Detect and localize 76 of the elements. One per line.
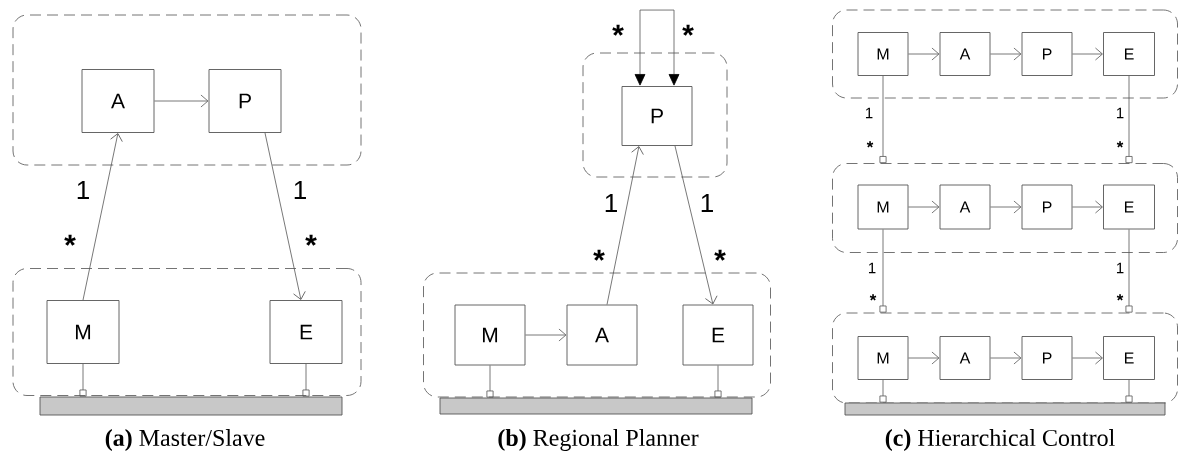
- caption: (c) Hierarchical Control: [885, 429, 1115, 451]
- arrow: [990, 351, 1022, 365]
- arrow: [1072, 47, 1103, 61]
- arrow: [908, 200, 940, 214]
- dashed-group: [12, 14, 362, 166]
- component-box: P: [208, 69, 282, 133]
- component-box: M: [857, 336, 909, 380]
- platform-bar: [844, 402, 1166, 416]
- connector-line: [1125, 75, 1133, 164]
- component-box: A: [939, 184, 991, 230]
- arrow: [908, 47, 940, 61]
- dashed-group: [832, 163, 1178, 253]
- caption: (b) Regional Planner: [498, 429, 699, 451]
- connector-line: [879, 379, 887, 403]
- connector-line: [714, 365, 722, 398]
- dashed-group: [582, 52, 728, 178]
- multiplicity-label: 1: [605, 194, 617, 212]
- caption: (a) Master/Slave: [105, 429, 265, 451]
- component-box: P: [621, 86, 693, 146]
- arrow: [525, 328, 567, 342]
- multiplicity-label: *: [305, 234, 317, 246]
- component-box: M: [46, 300, 120, 364]
- arrow: [990, 47, 1022, 61]
- multiplicity-label: *: [1116, 141, 1124, 148]
- arrow: [606, 146, 644, 305]
- arrow: [908, 351, 940, 365]
- component-box: A: [566, 304, 638, 366]
- connector-line: [1125, 229, 1133, 313]
- arrow: [674, 145, 718, 305]
- multiplicity-label: *: [593, 249, 605, 261]
- component-box: A: [81, 69, 155, 133]
- multiplicity-label: 1: [701, 194, 713, 212]
- component-box: A: [939, 32, 991, 76]
- component-box: M: [857, 184, 909, 230]
- multiplicity-label: 1: [866, 107, 873, 119]
- multiplicity-label: *: [869, 294, 877, 301]
- dashed-group: [832, 9, 1178, 99]
- connector-line: [1125, 379, 1133, 403]
- component-box: A: [939, 336, 991, 380]
- component-box: M: [857, 32, 909, 76]
- component-box: E: [269, 300, 343, 364]
- arrow: [82, 133, 123, 301]
- dashed-group: [423, 272, 771, 398]
- multiplicity-label: *: [1116, 294, 1124, 301]
- platform-bar: [439, 397, 753, 415]
- connector-line: [302, 363, 310, 397]
- connector-line: [486, 365, 494, 398]
- connector-line: [879, 229, 887, 313]
- multiplicity-label: 1: [1117, 262, 1124, 274]
- multiplicity-label: *: [714, 249, 726, 261]
- dashed-group: [12, 268, 362, 396]
- connector-line: [879, 75, 887, 164]
- arrow: [990, 200, 1022, 214]
- arrow: [264, 132, 306, 300]
- component-box: E: [1103, 184, 1155, 230]
- component-box: M: [454, 304, 526, 366]
- component-box: P: [1021, 32, 1073, 76]
- component-box: P: [1021, 336, 1073, 380]
- multiplicity-label: 1: [1117, 107, 1124, 119]
- multiplicity-label: 1: [77, 181, 89, 199]
- component-box: E: [682, 304, 754, 366]
- component-box: E: [1103, 336, 1155, 380]
- multiplicity-label: 1: [294, 181, 306, 199]
- multiplicity-label: *: [682, 24, 694, 36]
- multiplicity-label: 1: [869, 262, 876, 274]
- arrow: [154, 94, 209, 108]
- multiplicity-label: *: [64, 234, 76, 246]
- platform-bar: [39, 396, 343, 416]
- loop-arrow: [634, 9, 680, 86]
- arrow: [1072, 200, 1103, 214]
- component-box: P: [1021, 184, 1073, 230]
- multiplicity-label: *: [612, 24, 624, 36]
- multiplicity-label: *: [866, 141, 874, 148]
- component-box: E: [1103, 32, 1155, 76]
- connector-line: [79, 363, 87, 397]
- arrow: [1072, 351, 1103, 365]
